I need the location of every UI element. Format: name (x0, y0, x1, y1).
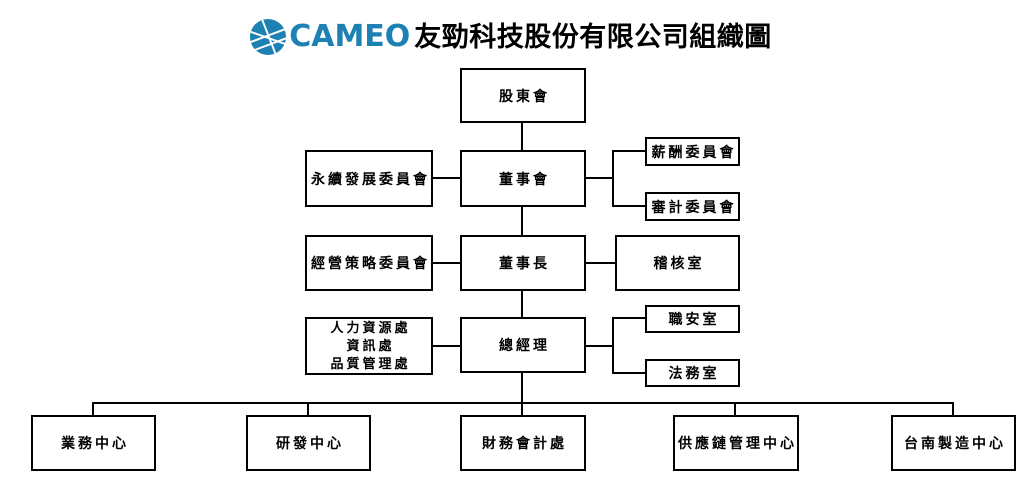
node-label: 薪酬委員會 (651, 145, 737, 161)
node-label: 總經理 (499, 339, 550, 354)
node-label: 職安室 (668, 313, 720, 328)
connector-compensation (612, 150, 645, 152)
node-audit-office: 稽核室 (615, 235, 740, 291)
connector-staff-president (432, 345, 462, 347)
connector-audit-committee (612, 205, 645, 207)
node-label-hr: 人力資源處 (330, 320, 411, 335)
node-label: 法務室 (668, 367, 720, 382)
node-label: 財務會計處 (482, 437, 567, 452)
connector-chairman-audit-office (584, 262, 617, 264)
node-safety-office: 職安室 (645, 305, 740, 333)
connector-board-chairman (521, 207, 523, 235)
connector-bottom-bus (92, 402, 954, 404)
node-label: 經營策略委員會 (311, 257, 430, 272)
connector-president-offices (584, 345, 614, 347)
page-title: CAMEO 友勁科技股份有限公司組織圖 (0, 18, 1021, 56)
node-label: 供應鏈管理中心 (678, 437, 797, 452)
drop-rd-center (307, 402, 309, 415)
node-label: 台南製造中心 (904, 437, 1006, 452)
node-compensation-committee: 薪酬委員會 (645, 137, 740, 166)
node-tainan-manufacturing-center: 台南製造中心 (891, 415, 1016, 471)
node-supply-chain-center: 供應鏈管理中心 (673, 415, 799, 471)
connector-president-bus (521, 373, 523, 415)
connector-committees-riser (612, 150, 614, 207)
node-board-of-directors: 董事會 (460, 150, 586, 207)
connector-board-committees (584, 177, 614, 179)
node-label: 董事長 (499, 257, 550, 272)
node-finance-accounting: 財務會計處 (460, 415, 586, 471)
drop-business-center (92, 402, 94, 415)
node-legal-office: 法務室 (645, 359, 740, 387)
node-staff-units: 人力資源處 資訊處 品質管理處 (305, 317, 433, 375)
cameo-globe-icon (249, 18, 288, 56)
connector-offices-riser (612, 317, 614, 374)
cameo-logo-text: CAMEO (289, 19, 411, 54)
node-shareholders-meeting: 股東會 (460, 68, 586, 123)
node-label: 股東會 (499, 89, 550, 105)
node-strategy-committee: 經營策略委員會 (305, 235, 433, 291)
node-label-quality: 品質管理處 (330, 356, 411, 371)
node-business-center: 業務中心 (31, 415, 156, 471)
node-label: 業務中心 (61, 437, 129, 452)
node-rd-center: 研發中心 (246, 415, 371, 471)
node-label-it: 資訊處 (346, 338, 395, 353)
node-label: 董事會 (499, 172, 550, 188)
drop-tainan-center (952, 402, 954, 415)
drop-supply-chain-center (734, 402, 736, 415)
connector-safety-office (612, 317, 645, 319)
node-audit-committee: 審計委員會 (645, 192, 740, 221)
connector-shareholders-board (521, 123, 523, 150)
node-sustainability-committee: 永續發展委員會 (305, 150, 433, 207)
node-chairman: 董事長 (460, 235, 586, 291)
connector-sustainability-board (432, 177, 462, 179)
node-label: 稽核室 (653, 257, 705, 272)
connector-chairman-president (521, 291, 523, 317)
node-label: 審計委員會 (651, 200, 737, 216)
node-president: 總經理 (460, 317, 586, 373)
connector-legal-office (612, 372, 645, 374)
connector-strategy-chairman (432, 262, 462, 264)
company-org-chart-title: 友勁科技股份有限公司組織圖 (414, 22, 772, 52)
node-label: 研發中心 (276, 437, 344, 452)
node-label: 永續發展委員會 (311, 172, 430, 188)
